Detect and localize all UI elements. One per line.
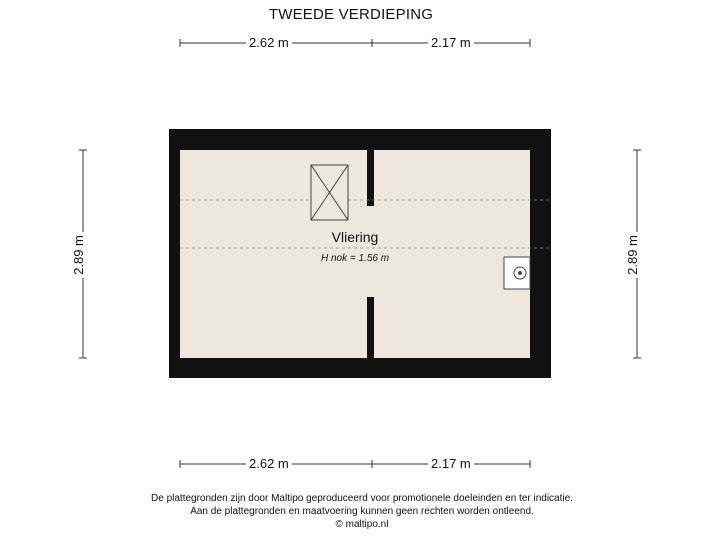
disclaimer-line-2: Aan de plattegronden en maatvoering kunn…	[190, 506, 534, 517]
room-ridge-height: H nok = 1.56 m	[320, 253, 390, 264]
dimension-label-left: 2.89 m	[71, 232, 86, 278]
dimension-bottom	[179, 460, 531, 468]
interior-wall-upper	[367, 150, 374, 206]
copyright: © maltipo.nl	[335, 519, 389, 530]
floor-area	[180, 150, 530, 358]
dimension-label-bottom-left: 2.62 m	[246, 457, 292, 471]
skylight-icon	[310, 164, 349, 221]
interior-wall-lower	[367, 297, 374, 358]
dimension-label-top-left: 2.62 m	[246, 36, 292, 50]
disclaimer: De plattegronden zijn door Maltipo gepro…	[0, 492, 720, 531]
boiler-icon	[503, 256, 531, 290]
floor-title: TWEEDE VERDIEPING	[268, 6, 434, 23]
disclaimer-line-1: De plattegronden zijn door Maltipo gepro…	[151, 493, 573, 504]
dimension-label-bottom-right: 2.17 m	[428, 457, 474, 471]
dimension-label-right: 2.89 m	[625, 232, 640, 278]
dimension-label-top-right: 2.17 m	[428, 36, 474, 50]
room-name: Vliering	[331, 229, 379, 245]
dimension-top	[179, 39, 531, 47]
